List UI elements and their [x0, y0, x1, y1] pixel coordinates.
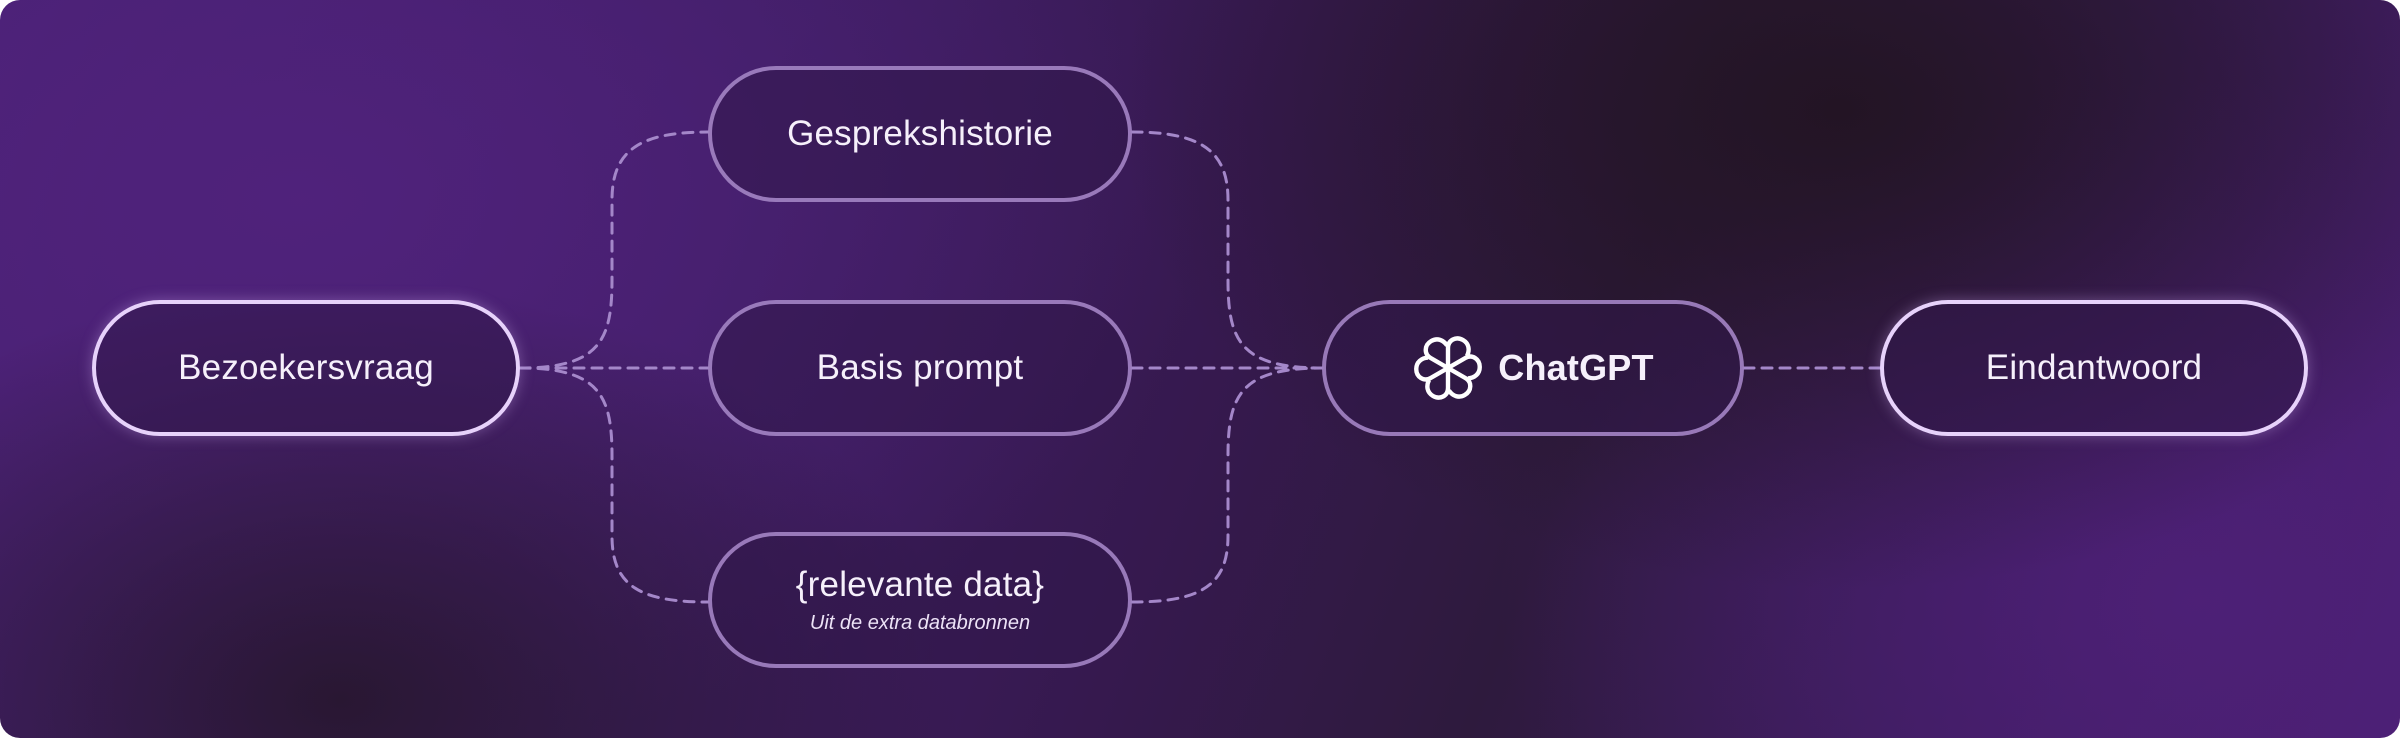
chatgpt-brand: ChatGPT	[1412, 332, 1654, 404]
node-basis-prompt-label: Basis prompt	[816, 347, 1024, 387]
node-chatgpt: ChatGPT	[1322, 300, 1744, 436]
connector-history-to-chatgpt	[1130, 130, 1324, 370]
connector-question-to-history	[518, 130, 710, 370]
node-gesprekshistorie-label: Gesprekshistorie	[787, 113, 1053, 153]
node-relevante-data-sublabel: Uit de extra databronnen	[809, 611, 1031, 634]
node-basis-prompt: Basis prompt	[708, 300, 1132, 436]
node-eindantwoord: Eindantwoord	[1880, 300, 2308, 436]
node-relevante-data-label: {relevante data}	[795, 565, 1045, 605]
node-gesprekshistorie: Gesprekshistorie	[708, 66, 1132, 202]
connector-question-to-data	[518, 366, 710, 604]
node-eindantwoord-label: Eindantwoord	[1985, 347, 2203, 387]
node-bezoekersvraag: Bezoekersvraag	[92, 300, 520, 436]
node-relevante-data: {relevante data} Uit de extra databronne…	[708, 532, 1132, 668]
node-bezoekersvraag-label: Bezoekersvraag	[178, 347, 434, 387]
node-chatgpt-label: ChatGPT	[1498, 347, 1654, 389]
connector-data-to-chatgpt	[1130, 366, 1324, 604]
openai-logo-icon	[1412, 332, 1484, 404]
